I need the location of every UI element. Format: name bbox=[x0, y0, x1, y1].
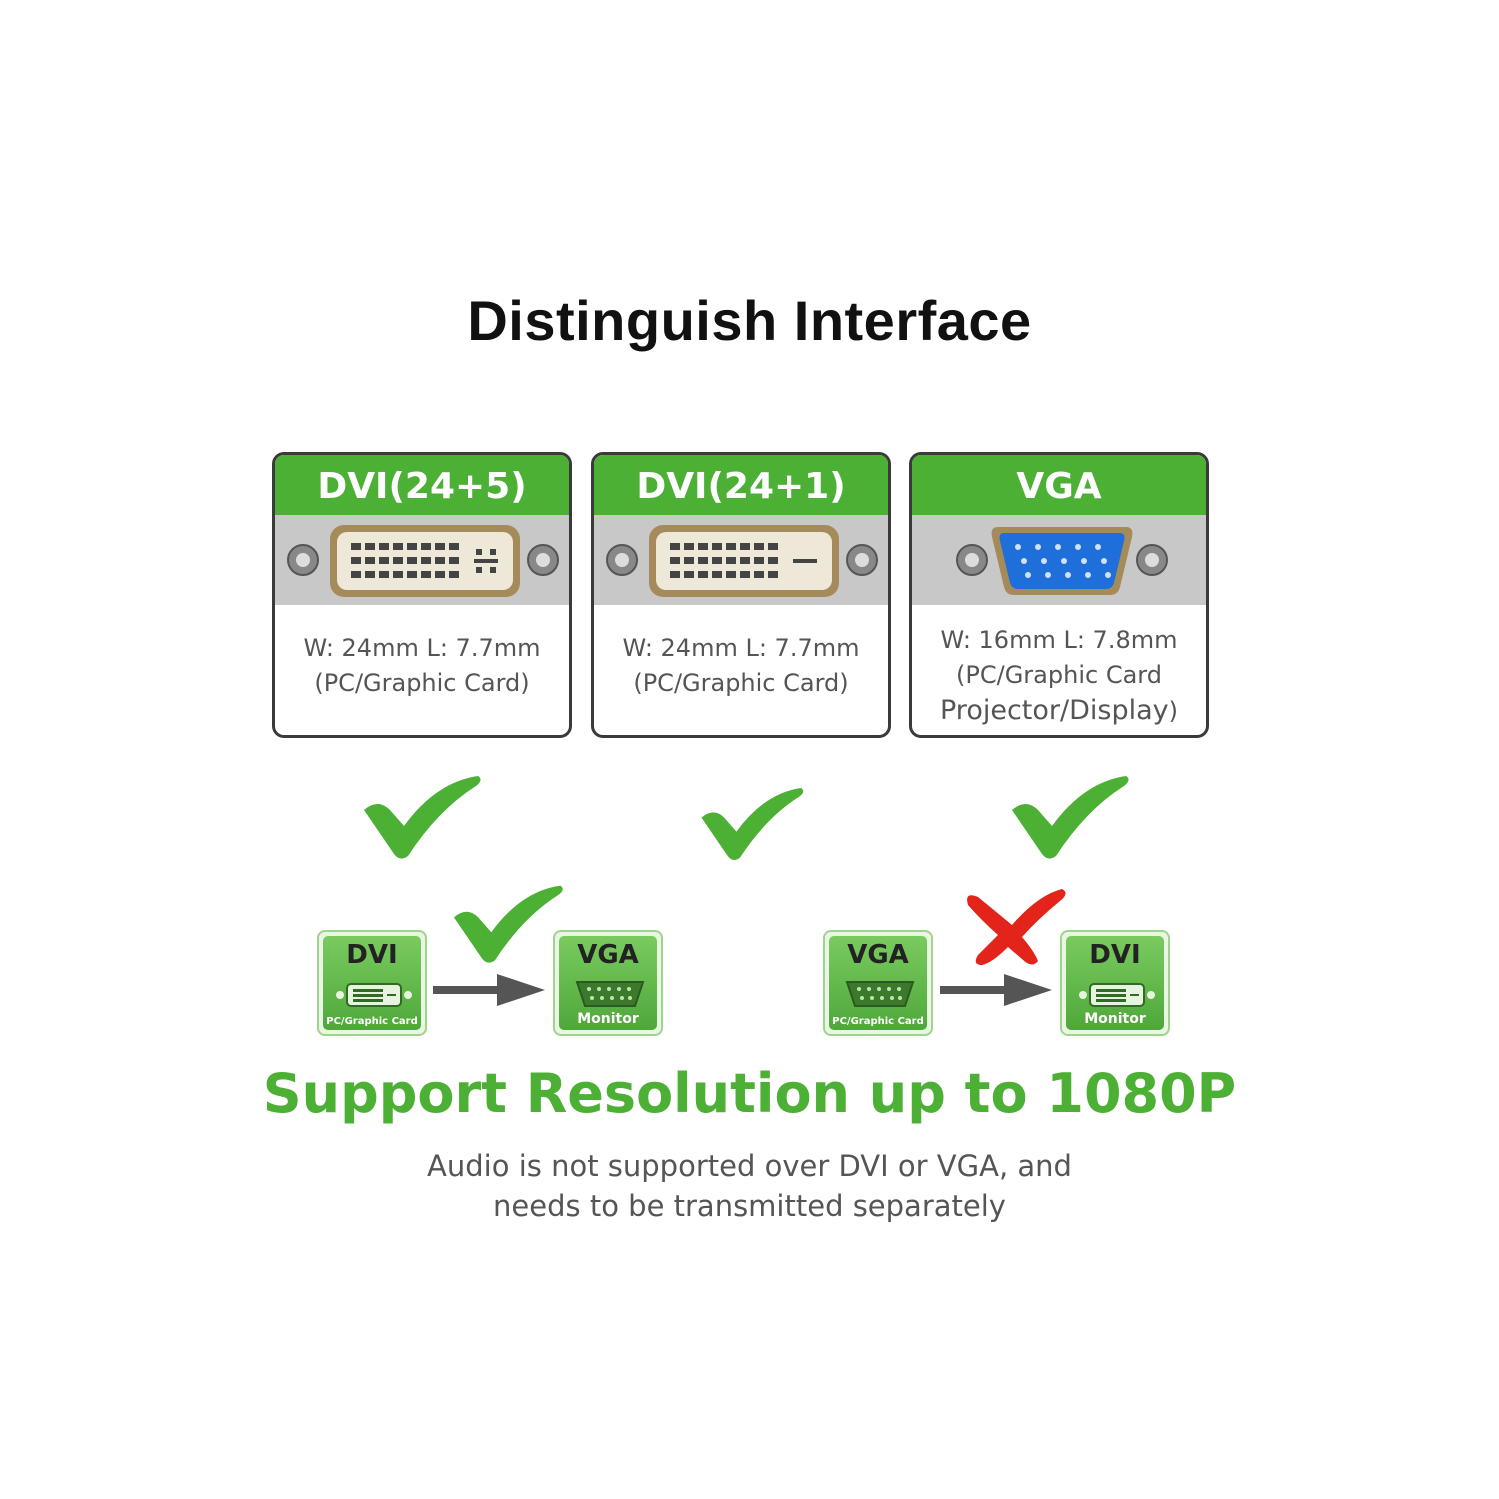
card-header: DVI(24+1) bbox=[594, 455, 888, 515]
audio-note: Audio is not supported over DVI or VGA, … bbox=[427, 1149, 1072, 1223]
vga-monitor-icon: VGA Monitor bbox=[553, 930, 663, 1036]
check-icon bbox=[701, 787, 804, 861]
card-specs: W: 24mm L: 7.7mm (PC/Graphic Card) bbox=[303, 634, 541, 697]
card-dvi-24-5: DVI(24+5) W: 24mm L: 7.7mm (PC/Graphic C… bbox=[272, 452, 572, 738]
card-specs: W: 16mm L: 7.8mm (PC/Graphic Card Projec… bbox=[940, 626, 1178, 726]
cross-icon bbox=[967, 889, 1066, 965]
vga-source-icon: VGA PC/Graphic Card bbox=[823, 930, 933, 1036]
card-vga: VGA W: 16mm L: 7.8mm (PC/Graphic Card Pr… bbox=[909, 452, 1209, 738]
dvi-24-1-port-icon bbox=[594, 515, 888, 605]
check-icon bbox=[453, 885, 563, 963]
card-dvi-24-1: DVI(24+1) W: 24mm L: 7.7mm (PC/Graphic C… bbox=[591, 452, 891, 738]
page-title: Distinguish Interface bbox=[467, 289, 1032, 352]
arrow-right-icon bbox=[433, 974, 545, 1006]
card-specs: W: 24mm L: 7.7mm (PC/Graphic Card) bbox=[622, 634, 860, 697]
dvi-24-5-port-icon bbox=[275, 515, 569, 605]
card-header: VGA bbox=[912, 455, 1206, 515]
dvi-source-icon: DVI PC/Graphic Card bbox=[317, 930, 427, 1036]
resolution-headline: Support Resolution up to 1080P bbox=[262, 1062, 1237, 1125]
check-icon bbox=[1012, 776, 1129, 859]
arrow-right-icon bbox=[940, 974, 1052, 1006]
dvi-monitor-icon: DVI Monitor bbox=[1060, 930, 1170, 1036]
card-header: DVI(24+5) bbox=[275, 455, 569, 515]
vga-port-icon bbox=[912, 515, 1206, 605]
check-icon bbox=[364, 776, 481, 859]
